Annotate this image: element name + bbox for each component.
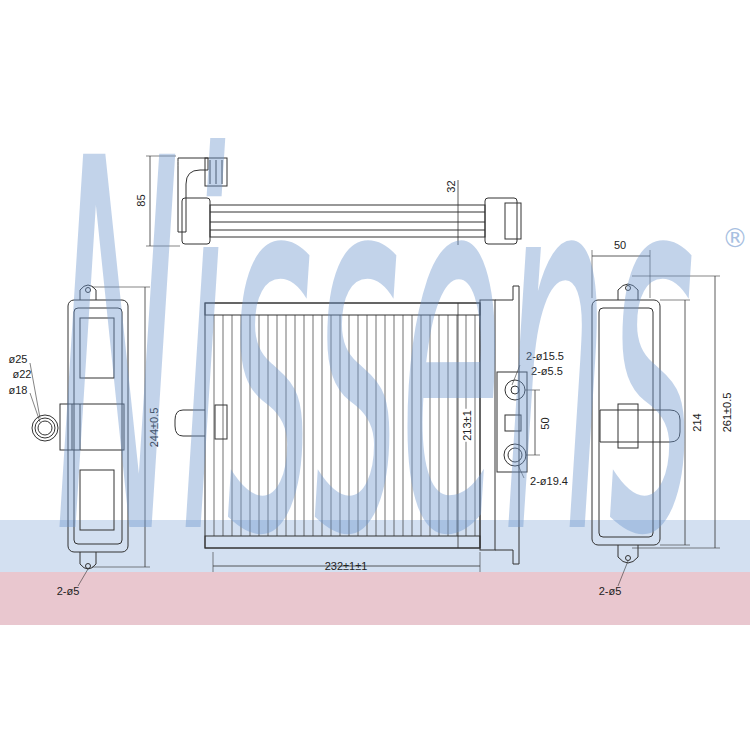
dimension-label: ø22 [13,369,32,380]
registered-mark: ® [722,225,748,251]
dimension-label: 261±0.5 [723,391,734,433]
watermark: Nissens [55,95,695,607]
dimension-label: ø25 [9,354,28,365]
dimension-label: ø18 [9,385,28,396]
